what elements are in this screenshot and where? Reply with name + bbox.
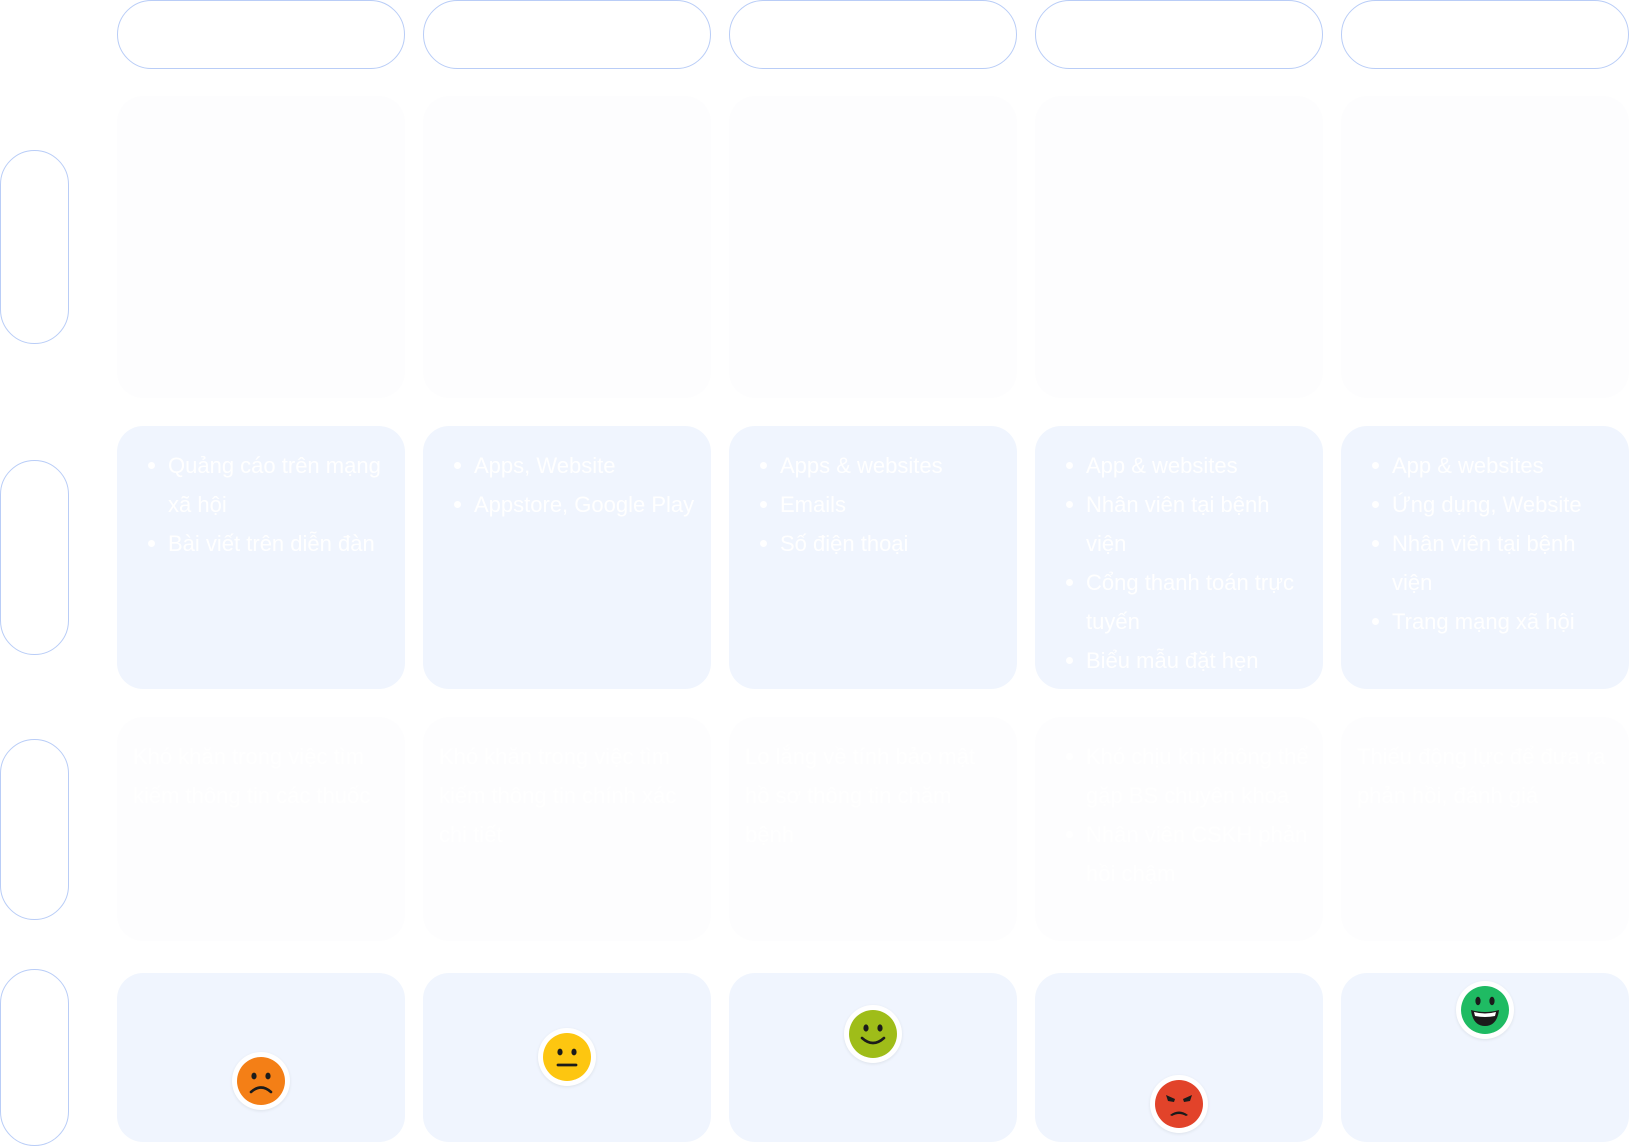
pain-point-list: Khó chịu khi không thể gặp BS chuyên kho… bbox=[1035, 717, 1323, 893]
angry-face-icon bbox=[1150, 1075, 1208, 1133]
pain-point-item: Nhân viên CSKH phản hồi chậm bbox=[1061, 815, 1309, 893]
slightly-smiling-face-icon bbox=[844, 1004, 902, 1063]
pain-point-text: Khó khăn trong việc tìm kiếm thông tin c… bbox=[439, 744, 677, 847]
pain-point-card-3: Lo lắng về tính bảo mật hồ sơ thông tin … bbox=[729, 717, 1017, 941]
touchpoint-card-5: App & websites Ứng dụng, Website Nhân vi… bbox=[1341, 426, 1629, 689]
stage-header-2 bbox=[423, 0, 711, 69]
emoji-face bbox=[237, 1056, 285, 1105]
pain-point-card-1: Khó khăn trong việc tìm kiếm thông tin c… bbox=[117, 717, 405, 941]
touchpoint-item: App & websites bbox=[1061, 446, 1309, 485]
touchpoint-list: Quảng cáo trên mạng xã hội Bài viết trên… bbox=[117, 426, 405, 563]
touchpoint-item: Cổng thanh toán trực tuyến bbox=[1061, 563, 1309, 641]
stage-header-3 bbox=[729, 0, 1017, 69]
emoji-face bbox=[1461, 986, 1509, 1034]
row-header-emotions bbox=[0, 969, 69, 1146]
pain-point-card-4: Khó chịu khi không thể gặp BS chuyên kho… bbox=[1035, 717, 1323, 941]
action-card-5 bbox=[1341, 96, 1629, 398]
emoji-face bbox=[849, 1009, 897, 1058]
emoji-face bbox=[1155, 1080, 1203, 1128]
touchpoint-item: Bài viết trên diễn đàn bbox=[143, 524, 391, 563]
stage-header-5 bbox=[1341, 0, 1629, 69]
touchpoint-item: Appstore, Google Play bbox=[449, 485, 697, 524]
row-header-actions bbox=[0, 150, 69, 344]
touchpoint-item: Ứng dụng, Website bbox=[1367, 485, 1615, 524]
pain-point-item: Khó chịu khi không thể gặp BS chuyên kho… bbox=[1061, 737, 1309, 815]
action-card-3 bbox=[729, 96, 1017, 398]
action-card-2 bbox=[423, 96, 711, 398]
pain-point-card-5: Thiếu động lực để đưa ra phản hồi, đánh … bbox=[1341, 717, 1629, 941]
touchpoint-card-1: Quảng cáo trên mạng xã hội Bài viết trên… bbox=[117, 426, 405, 689]
neutral-face-icon bbox=[538, 1028, 596, 1086]
touchpoint-card-3: Apps & websites Emails Số điện thoại bbox=[729, 426, 1017, 689]
row-header-pain-points bbox=[0, 739, 69, 920]
stage-header-1 bbox=[117, 0, 405, 69]
grinning-face-icon bbox=[1456, 981, 1514, 1039]
touchpoint-list: App & websites Ứng dụng, Website Nhân vi… bbox=[1341, 426, 1629, 641]
touchpoint-item: Biểu mẫu đặt hẹn bbox=[1061, 641, 1309, 680]
touchpoint-item: Nhân viên tại bệnh viện bbox=[1061, 485, 1309, 563]
action-card-1 bbox=[117, 96, 405, 398]
touchpoint-item: App & websites bbox=[1367, 446, 1615, 485]
action-card-4 bbox=[1035, 96, 1323, 398]
touchpoint-item: Apps & websites bbox=[755, 446, 1003, 485]
pain-point-text: Lo lắng về tính bảo mật hồ sơ thông tin … bbox=[745, 744, 975, 847]
touchpoint-list: App & websites Nhân viên tại bệnh viện C… bbox=[1035, 426, 1323, 680]
row-header-touchpoints bbox=[0, 460, 69, 655]
pain-point-text: Khó khăn trong việc tìm kiếm thông tin c… bbox=[133, 744, 371, 808]
touchpoint-card-2: Apps, Website Appstore, Google Play bbox=[423, 426, 711, 689]
touchpoint-card-4: App & websites Nhân viên tại bệnh viện C… bbox=[1035, 426, 1323, 689]
pain-point-text: Thiếu động lực để đưa ra phản hồi, đánh … bbox=[1357, 744, 1606, 808]
touchpoint-list: Apps, Website Appstore, Google Play bbox=[423, 426, 711, 524]
pain-point-card-2: Khó khăn trong việc tìm kiếm thông tin c… bbox=[423, 717, 711, 941]
touchpoint-item: Số điện thoại bbox=[755, 524, 1003, 563]
touchpoint-item: Quảng cáo trên mạng xã hội bbox=[143, 446, 391, 524]
touchpoint-item: Nhân viên tại bệnh viện bbox=[1367, 524, 1615, 602]
frowning-face-icon bbox=[232, 1051, 290, 1110]
stage-header-4 bbox=[1035, 0, 1323, 69]
emoji-face bbox=[543, 1033, 591, 1081]
touchpoint-item: Trang mạng xã hội bbox=[1367, 602, 1615, 641]
touchpoint-item: Apps, Website bbox=[449, 446, 697, 485]
touchpoint-item: Emails bbox=[755, 485, 1003, 524]
touchpoint-list: Apps & websites Emails Số điện thoại bbox=[729, 426, 1017, 563]
